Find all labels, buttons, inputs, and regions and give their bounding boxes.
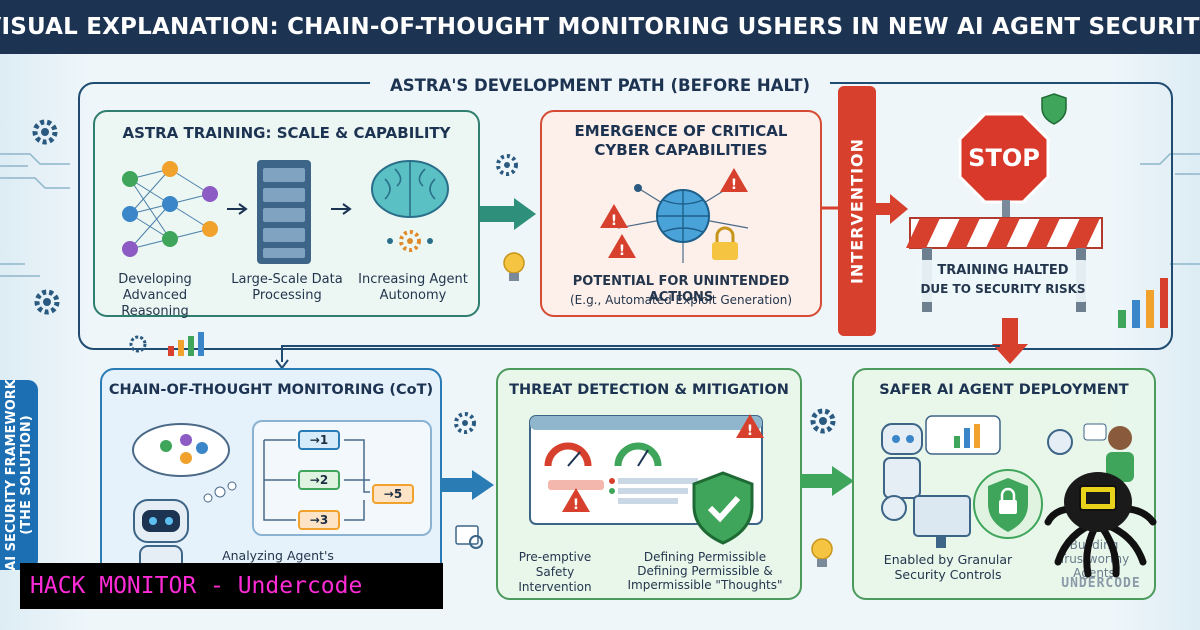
development-path-title-wrap: ASTRA'S DEVELOPMENT PATH (BEFORE HALT) bbox=[370, 72, 830, 98]
framework-label-line1: AI SECURITY FRAMEWORK bbox=[4, 379, 19, 571]
server-rack-icon bbox=[257, 160, 311, 264]
threat-caption-right-1: Defining Permissible bbox=[643, 550, 767, 564]
threat-caption-left: Pre-emptive Safety Intervention bbox=[518, 550, 592, 594]
chart-bubble-icon bbox=[925, 415, 1001, 455]
bar-chart-icon bbox=[129, 332, 204, 356]
halt-line2: DUE TO SECURITY RISKS bbox=[920, 282, 1086, 296]
deployment-panel: SAFER AI AGENT DEPLOYMENT Enabled by Gra… bbox=[852, 368, 1156, 600]
stop-sign-icon: STOP bbox=[958, 112, 1050, 204]
shield-lock-icon bbox=[1041, 93, 1067, 125]
framework-label-text: AI SECURITY FRAMEWORK (THE SOLUTION) bbox=[4, 379, 34, 571]
gear-icon bbox=[496, 154, 518, 176]
lightbulb-icon bbox=[503, 252, 525, 281]
deployment-panel-title: SAFER AI AGENT DEPLOYMENT bbox=[879, 382, 1129, 398]
header-bar: VISUAL EXPLANATION: CHAIN-OF-THOUGHT MON… bbox=[0, 0, 1200, 54]
people-icon bbox=[1047, 423, 1134, 482]
flow-step-3: →3 bbox=[298, 510, 340, 530]
halt-line1: TRAINING HALTED bbox=[937, 263, 1069, 278]
watermark-text: HACK MONITOR - Undercode bbox=[30, 573, 363, 599]
arrow-right-icon bbox=[800, 466, 854, 496]
warning-icon: ! bbox=[600, 204, 628, 229]
circuit-decoration bbox=[0, 153, 1200, 277]
emergence-caption-sub: (E.g., Automated Exploit Generation) bbox=[569, 293, 793, 307]
cot-caption: Analyzing Agent's bbox=[222, 548, 334, 563]
intervention-bar: INTERVENTION bbox=[838, 86, 876, 336]
flow-connectors bbox=[263, 439, 370, 521]
deploy-caption-right-3: Agents bbox=[1073, 566, 1115, 580]
stop-label: STOP bbox=[968, 144, 1040, 172]
flow-step-1: →1 bbox=[298, 430, 340, 450]
framework-label-line2: (THE SOLUTION) bbox=[19, 415, 34, 535]
watermark-banner: HACK MONITOR - Undercode bbox=[20, 563, 443, 609]
gear-icon bbox=[32, 119, 58, 145]
thought-cloud-icon bbox=[132, 423, 230, 477]
intervention-label: INTERVENTION bbox=[847, 137, 867, 285]
arrow-right-icon bbox=[876, 194, 908, 224]
robot-icon bbox=[881, 423, 923, 499]
neural-network-icon bbox=[122, 161, 218, 257]
cot-panel-title: CHAIN-OF-THOUGHT MONITORING (CoT) bbox=[108, 382, 434, 398]
gear-icon bbox=[387, 230, 433, 252]
thought-bubbles bbox=[203, 481, 237, 503]
gear-icon bbox=[34, 289, 60, 315]
gear-icon bbox=[454, 412, 476, 434]
arrow-right-icon bbox=[331, 203, 352, 215]
svg-text:!: ! bbox=[611, 213, 617, 229]
emergence-title-line2: CYBER CAPABILITIES bbox=[594, 141, 768, 159]
flow-step-2: →2 bbox=[298, 470, 340, 490]
brain-icon bbox=[371, 160, 449, 218]
workstation-icon bbox=[881, 495, 971, 548]
training-panel-title: ASTRA TRAINING: SCALE & CAPABILITY bbox=[122, 124, 451, 142]
warning-icon: ! bbox=[720, 168, 748, 193]
bar-chart-icon bbox=[1118, 278, 1168, 328]
emergence-title-line1: EMERGENCE OF CRITICAL bbox=[574, 122, 788, 140]
cyber-threat-illustration bbox=[617, 184, 749, 263]
deploy-caption-left-1: Enabled by Granular bbox=[883, 552, 1013, 567]
halt-caption-box: TRAINING HALTED DUE TO SECURITY RISKS bbox=[918, 260, 1088, 302]
cot-panel: CHAIN-OF-THOUGHT MONITORING (CoT) →1 →2 … bbox=[100, 368, 442, 600]
warning-icon: ! bbox=[608, 234, 636, 259]
caption-data-processing: Large-Scale Data Processing bbox=[231, 272, 343, 303]
return-connector bbox=[275, 345, 1000, 370]
svg-text:!: ! bbox=[747, 423, 753, 439]
training-panel: ASTRA TRAINING: SCALE & CAPABILITY bbox=[93, 110, 480, 319]
stop-post bbox=[1002, 200, 1010, 222]
development-path-title: ASTRA'S DEVELOPMENT PATH (BEFORE HALT) bbox=[389, 75, 811, 95]
svg-text:!: ! bbox=[573, 497, 579, 513]
threat-caption-right-3: Impermissible "Thoughts" bbox=[627, 578, 783, 592]
arrow-down-icon bbox=[992, 318, 1028, 364]
caption-advanced-reasoning: Developing Advanced Reasoning bbox=[118, 272, 192, 319]
flow-diagram: →1 →2 →3 →5 bbox=[252, 420, 432, 536]
arrow-right-icon bbox=[227, 203, 248, 215]
threat-caption-right-2: Defining Permissible & bbox=[637, 564, 773, 578]
threat-panel: THREAT DETECTION & MITIGATION ! ! Pre-em… bbox=[496, 368, 802, 600]
svg-text:!: ! bbox=[731, 177, 737, 193]
arrow-right-icon bbox=[440, 470, 494, 500]
search-document-icon bbox=[455, 525, 483, 549]
flow-step-5: →5 bbox=[372, 484, 414, 504]
threat-panel-title: THREAT DETECTION & MITIGATION bbox=[509, 382, 789, 398]
shield-lock-icon bbox=[973, 469, 1043, 539]
warning-icon: ! bbox=[562, 488, 590, 513]
caption-agent-autonomy: Increasing Agent Autonomy bbox=[358, 272, 468, 303]
shield-check-icon bbox=[692, 471, 754, 545]
warning-icon: ! bbox=[736, 414, 764, 439]
gear-icon bbox=[810, 408, 836, 434]
logo-text: UNDERCODE bbox=[1061, 576, 1141, 591]
page-title: VISUAL EXPLANATION: CHAIN-OF-THOUGHT MON… bbox=[0, 14, 1200, 40]
padlock-icon bbox=[712, 226, 738, 260]
framework-label: AI SECURITY FRAMEWORK (THE SOLUTION) bbox=[0, 379, 38, 571]
octopus-logo-icon bbox=[1044, 472, 1157, 578]
emergence-panel: EMERGENCE OF CRITICAL CYBER CAPABILITIES… bbox=[540, 110, 822, 317]
deploy-caption-right-1: Building bbox=[1069, 538, 1119, 552]
lightbulb-icon bbox=[811, 538, 833, 567]
arrow-right-icon bbox=[480, 198, 536, 230]
svg-text:!: ! bbox=[619, 243, 625, 259]
emergence-caption-main: POTENTIAL FOR UNINTENDED ACTIONS bbox=[572, 274, 790, 305]
connector-line bbox=[822, 206, 840, 210]
deploy-caption-left-2: Security Controls bbox=[894, 567, 1002, 582]
